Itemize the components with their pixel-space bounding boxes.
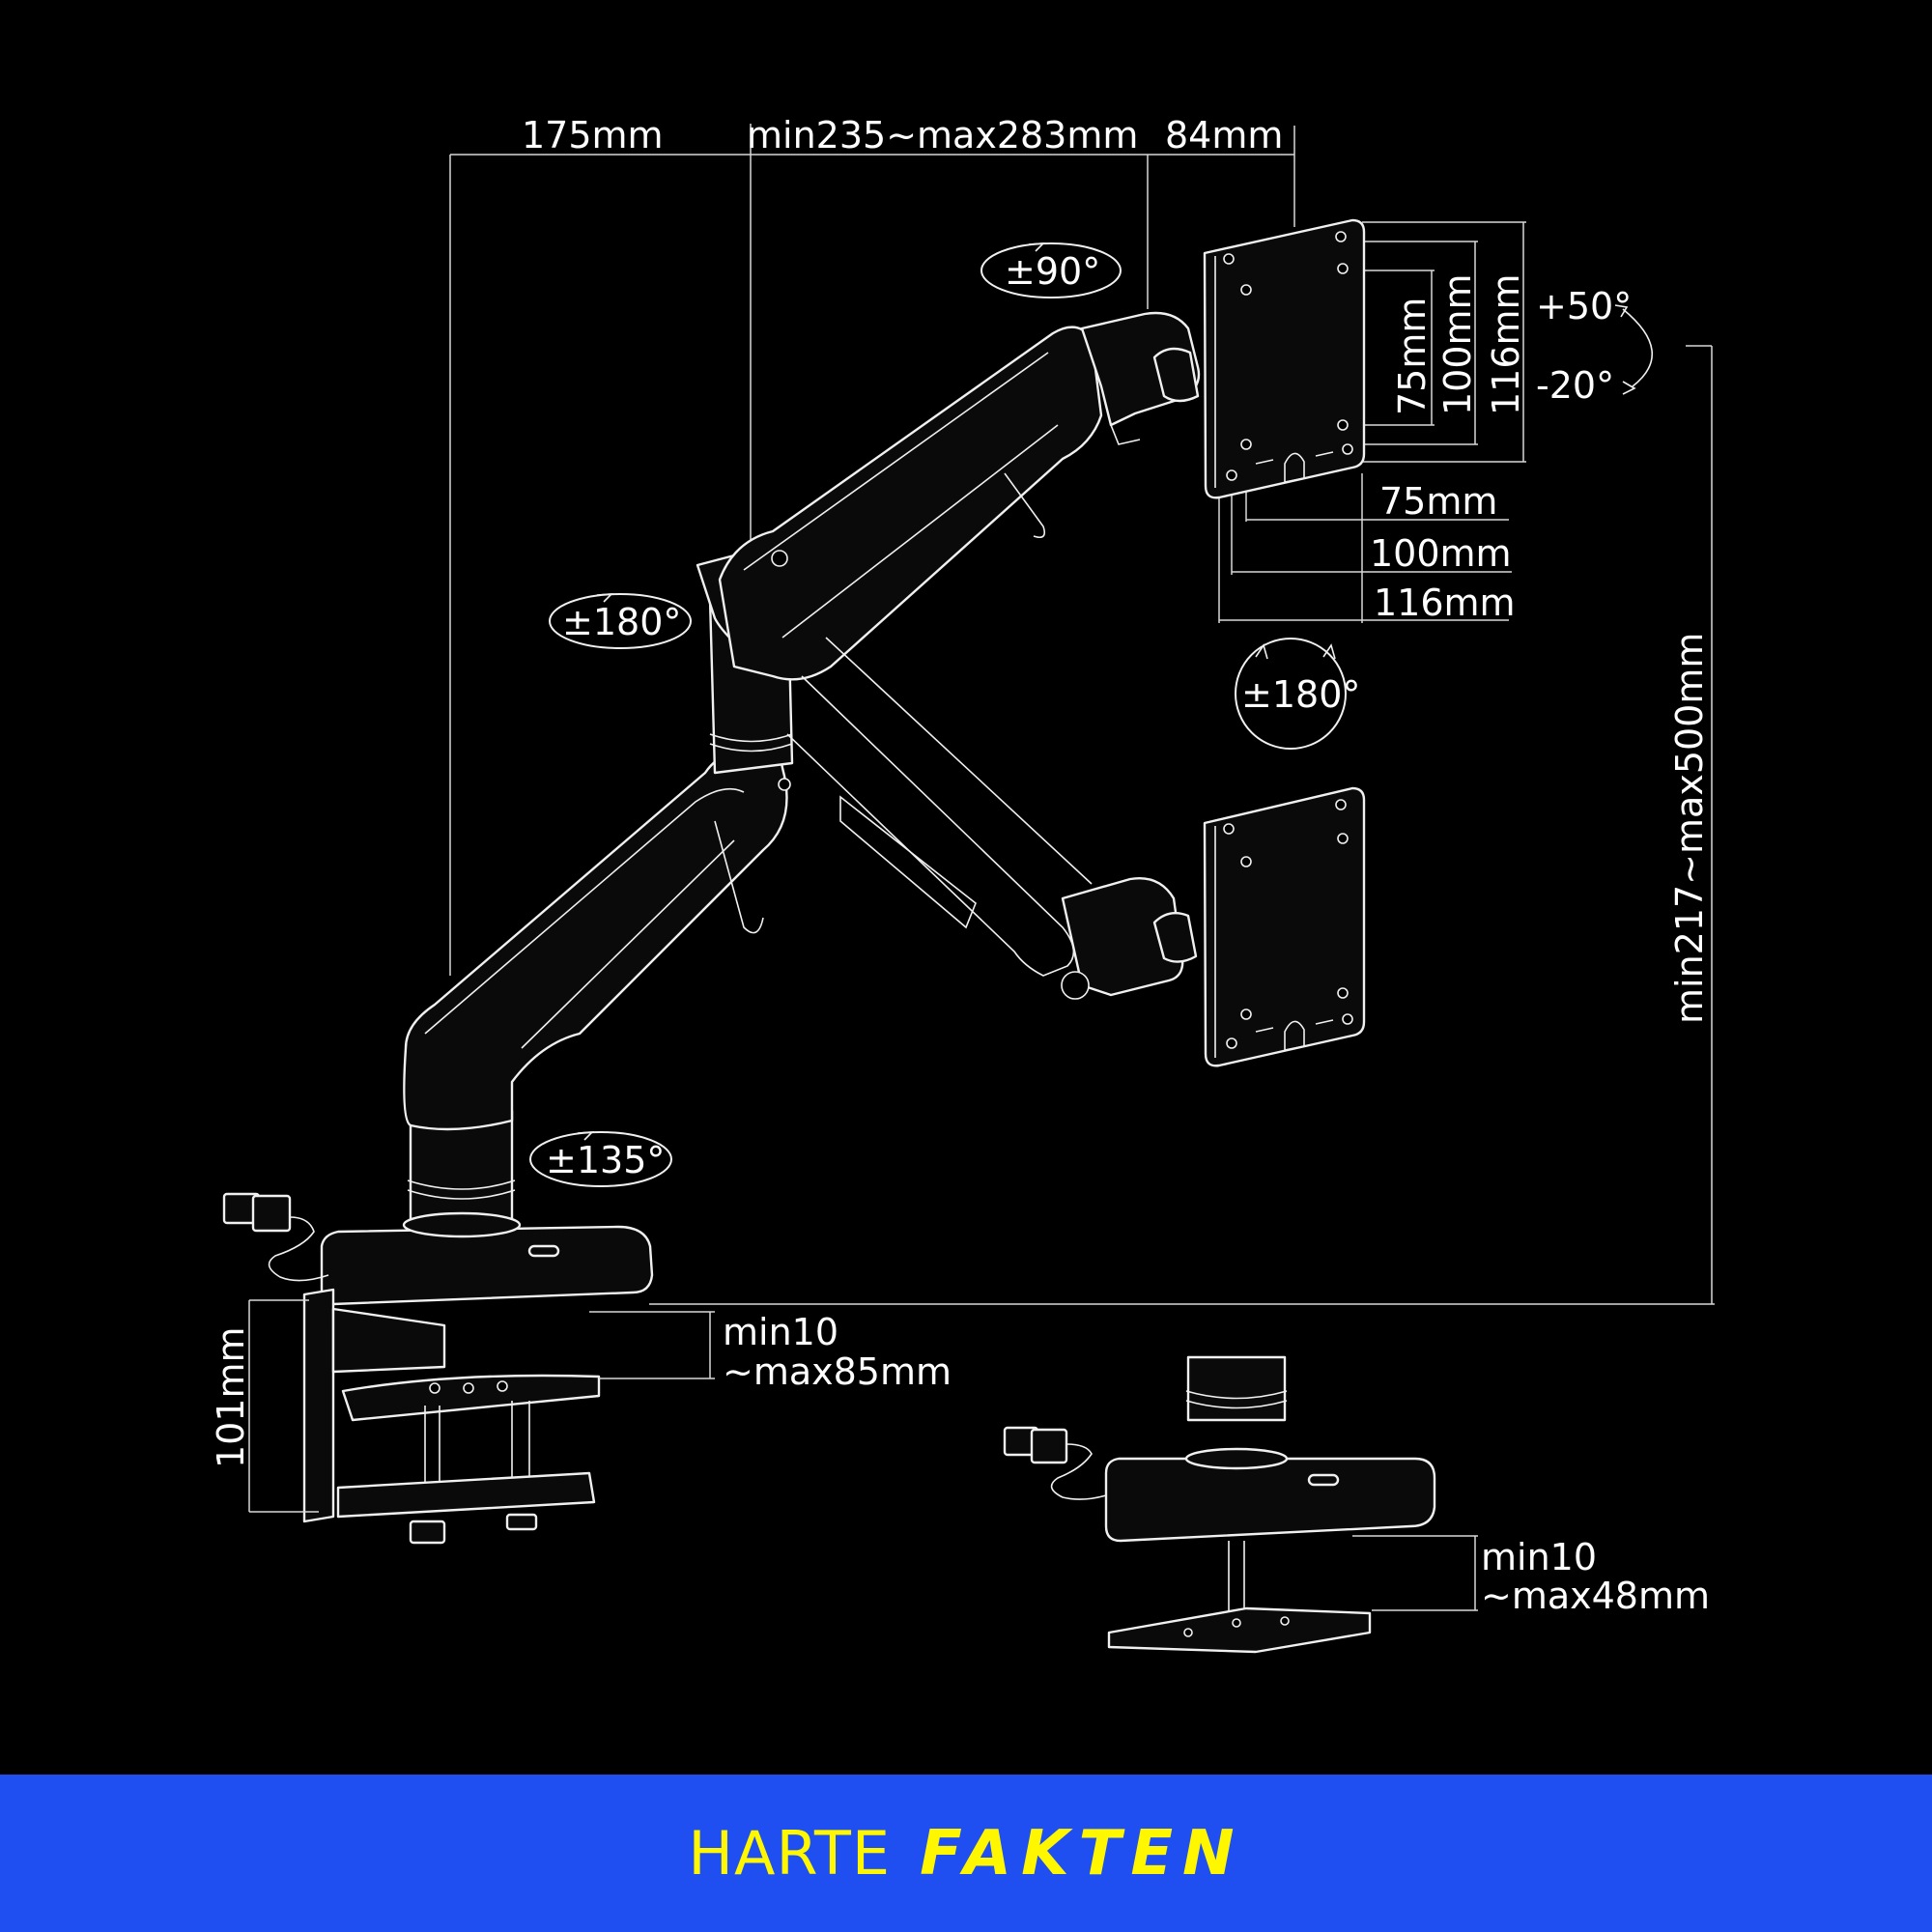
monitor-arm-diagram: 175mm min235~max283mm 84mm 75mm 100mm 11…	[210, 114, 1715, 1654]
dimension-labels: 175mm min235~max283mm 84mm 75mm 100mm 11…	[210, 114, 1711, 1617]
vesa-h-116-label: 116mm	[1485, 273, 1527, 415]
height-dimension-lines	[649, 345, 1715, 1305]
clamp-height-label: 101mm	[210, 1326, 252, 1468]
grommet-base	[1104, 1355, 1436, 1654]
screen-rotation-label: ±180°	[1241, 673, 1360, 716]
vesa-v-100-label: 100mm	[1370, 532, 1512, 575]
tilt-down-label: -20°	[1536, 364, 1614, 407]
vesa-v-116-label: 116mm	[1374, 582, 1516, 624]
height-range-label: min217~max500mm	[1668, 633, 1711, 1024]
vesa-plate-upper	[1203, 218, 1366, 499]
elbow-rotation-label: ±180°	[562, 601, 681, 643]
reach-right-label: 84mm	[1165, 114, 1283, 156]
clamp-range-line2: ~max85mm	[723, 1350, 952, 1393]
power-cable-secondary	[1003, 1426, 1107, 1500]
desk-clamp	[302, 1211, 654, 1545]
tilt-up-label: +50°	[1536, 285, 1632, 327]
top-dimension-lines	[449, 124, 1295, 976]
vesa-h-100-label: 100mm	[1436, 273, 1479, 415]
vesa-plate-lower	[1203, 786, 1366, 1067]
grommet-range-line1: min10	[1481, 1536, 1597, 1578]
lower-arm	[403, 742, 788, 1131]
power-cable-main	[222, 1192, 329, 1282]
vesa-h-75-label: 75mm	[1391, 298, 1434, 415]
upper-arm	[718, 326, 1103, 681]
lower-position-arm	[786, 637, 1198, 1000]
clamp-range-line1: min10	[723, 1311, 838, 1353]
grommet-range-line2: ~max48mm	[1481, 1575, 1710, 1617]
rotation-labels: ±90° +50° -20° ±180° ±180° ±135°	[546, 250, 1632, 1181]
reach-left-label: 175mm	[522, 114, 664, 156]
footer-banner: HARTE FAKTEN	[0, 1775, 1932, 1932]
rotation-indicators	[529, 242, 1654, 1187]
reach-middle-label: min235~max283mm	[747, 114, 1138, 156]
clamp-dimension-lines	[248, 1299, 1478, 1611]
banner-word-harte: HARTE	[688, 1818, 892, 1889]
banner-word-fakten: FAKTEN	[920, 1817, 1244, 1889]
vesa-v-75-label: 75mm	[1379, 480, 1497, 523]
head-swivel-label: ±90°	[1005, 250, 1100, 293]
vesa-dimension-lines	[1218, 221, 1526, 623]
upper-head-joint	[1080, 311, 1201, 445]
base-rotation-label: ±135°	[546, 1139, 665, 1181]
